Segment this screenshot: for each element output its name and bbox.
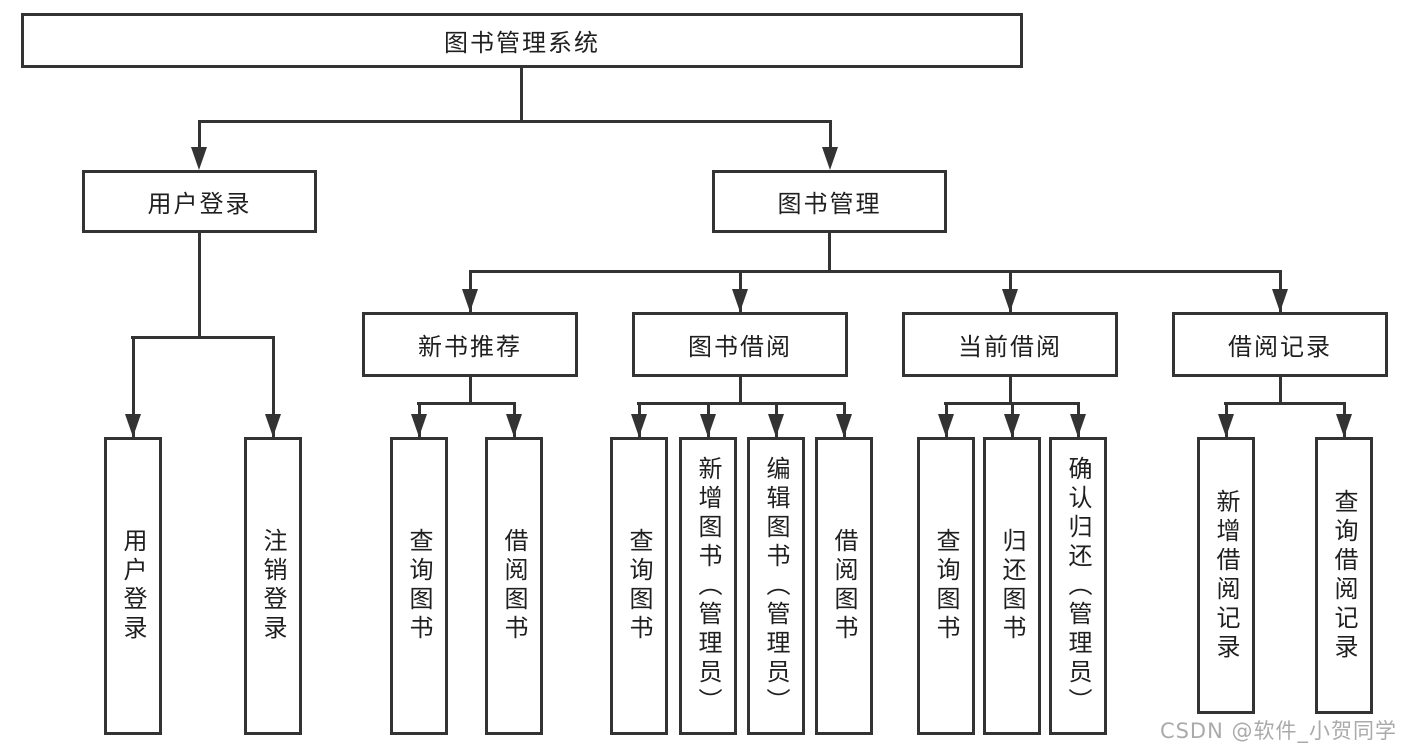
leaf-label: 归还图书 xyxy=(998,528,1026,644)
node-label: 图书管理系统 xyxy=(444,29,600,57)
connector-line xyxy=(469,377,472,405)
leaf-edit-book-admin: 编辑图书（管理员） xyxy=(747,437,805,735)
leaf-label: 借阅图书 xyxy=(500,528,528,644)
connector-line xyxy=(131,336,275,339)
leaf-query-books-borrowing: 查询图书 xyxy=(610,437,668,735)
leaf-label: 借阅图书 xyxy=(830,528,858,644)
connector-line xyxy=(828,233,831,273)
leaf-return-book: 归还图书 xyxy=(983,437,1041,735)
connector-line xyxy=(198,120,201,150)
arrowhead-down-icon xyxy=(1272,289,1288,312)
leaf-query-books-current: 查询图书 xyxy=(917,437,975,735)
arrowhead-down-icon xyxy=(822,147,838,170)
leaf-borrow-books-recommend: 借阅图书 xyxy=(485,437,543,735)
arrowhead-down-icon xyxy=(732,289,748,312)
leaf-label: 查询图书 xyxy=(405,528,433,644)
leaf-label: 查询图书 xyxy=(932,528,960,644)
arrowhead-down-icon xyxy=(768,414,784,437)
node-borrowing-records: 借阅记录 xyxy=(1172,312,1388,377)
arrowhead-down-icon xyxy=(1218,414,1234,437)
node-book-borrowing: 图书借阅 xyxy=(632,312,848,377)
connector-line xyxy=(520,68,523,123)
arrowhead-down-icon xyxy=(125,414,141,437)
watermark: CSDN @软件_小贺同学 xyxy=(1159,719,1397,743)
connector-line xyxy=(1279,377,1282,405)
arrowhead-down-icon xyxy=(1336,414,1352,437)
connector-line xyxy=(272,336,275,437)
leaf-label: 新增图书（管理员） xyxy=(694,455,722,717)
node-user-login: 用户登录 xyxy=(82,170,317,233)
node-label: 借阅记录 xyxy=(1228,333,1332,361)
node-label: 图书管理 xyxy=(777,190,882,218)
arrowhead-down-icon xyxy=(631,414,647,437)
leaf-logout: 注销登录 xyxy=(244,437,302,735)
connector-line xyxy=(1009,377,1012,405)
arrowhead-down-icon xyxy=(938,414,954,437)
node-new-book-recommend: 新书推荐 xyxy=(362,312,578,377)
connector-line xyxy=(469,270,1282,273)
leaf-borrow-books-borrowing: 借阅图书 xyxy=(815,437,873,735)
arrowhead-down-icon xyxy=(191,147,207,170)
connector-line xyxy=(829,120,832,150)
leaf-label: 查询图书 xyxy=(625,528,653,644)
node-current-borrowing: 当前借阅 xyxy=(902,312,1118,377)
arrowhead-down-icon xyxy=(411,414,427,437)
leaf-label: 编辑图书（管理员） xyxy=(762,455,790,717)
arrowhead-down-icon xyxy=(1002,289,1018,312)
node-label: 当前借阅 xyxy=(958,333,1062,361)
connector-line xyxy=(132,336,135,437)
arrowhead-down-icon xyxy=(700,414,716,437)
connector-line xyxy=(198,233,201,339)
arrowhead-down-icon xyxy=(836,414,852,437)
leaf-label: 确认归还（管理员） xyxy=(1064,455,1092,717)
leaf-query-books-recommend: 查询图书 xyxy=(390,437,448,735)
connector-line xyxy=(637,402,846,405)
leaf-label: 注销登录 xyxy=(259,528,287,644)
arrowhead-down-icon xyxy=(1070,414,1086,437)
arrowhead-down-icon xyxy=(506,414,522,437)
leaf-label: 用户登录 xyxy=(119,528,147,644)
leaf-label: 查询借阅记录 xyxy=(1330,488,1358,663)
node-book-management: 图书管理 xyxy=(712,170,947,233)
connector-line xyxy=(417,402,516,405)
arrowhead-down-icon xyxy=(462,289,478,312)
leaf-query-borrow-record: 查询借阅记录 xyxy=(1315,437,1373,714)
arrowhead-down-icon xyxy=(265,414,281,437)
leaf-label: 新增借阅记录 xyxy=(1212,488,1240,663)
node-label: 新书推荐 xyxy=(418,333,522,361)
leaf-add-borrow-record: 新增借阅记录 xyxy=(1197,437,1255,714)
arrowhead-down-icon xyxy=(1004,414,1020,437)
leaf-confirm-return-admin: 确认归还（管理员） xyxy=(1049,437,1107,735)
leaf-user-login: 用户登录 xyxy=(104,437,162,735)
node-library-system: 图书管理系统 xyxy=(21,13,1023,68)
connector-line xyxy=(1224,402,1346,405)
connector-line xyxy=(739,377,742,405)
leaf-add-book-admin: 新增图书（管理员） xyxy=(679,437,737,735)
node-label: 图书借阅 xyxy=(688,333,792,361)
connector-line xyxy=(198,120,832,123)
node-label: 用户登录 xyxy=(147,190,252,218)
